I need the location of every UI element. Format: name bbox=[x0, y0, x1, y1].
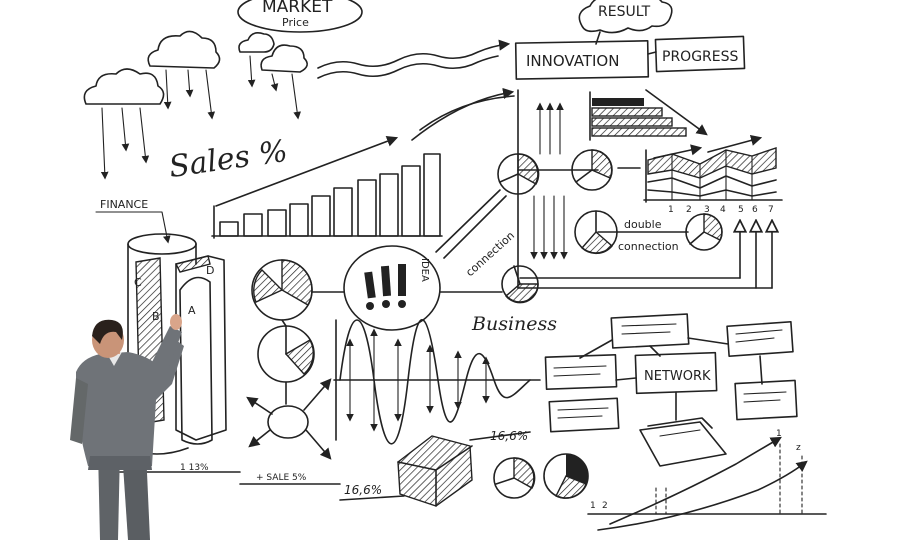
cylinder-d-label: D bbox=[206, 264, 214, 277]
area-sketch: 1 2 3 4 5 6 7 bbox=[643, 134, 783, 215]
business-label: Business bbox=[471, 313, 557, 335]
left-pies bbox=[246, 259, 332, 460]
pct-bottom-label: 16,6% bbox=[344, 483, 382, 497]
wave-sketch bbox=[333, 319, 541, 445]
market-label: MARKET bbox=[262, 0, 333, 17]
axis-small-label: 1 13% bbox=[180, 463, 209, 473]
area-tick-3: 3 bbox=[704, 205, 710, 215]
arrow-bundle bbox=[530, 102, 568, 260]
growth-curve: 1 2 z 1 bbox=[587, 429, 827, 531]
pct-top-label: 16,6% bbox=[490, 429, 528, 443]
bottom-pies bbox=[493, 453, 589, 499]
sales-label: Sales % bbox=[167, 134, 290, 185]
network-label: NETWORK bbox=[644, 369, 711, 384]
connection-line: connection bbox=[435, 189, 517, 279]
result-label: RESULT bbox=[598, 4, 651, 20]
idea-label: IDEA bbox=[419, 258, 430, 282]
network-pies bbox=[497, 149, 723, 304]
connection-label: connection bbox=[463, 229, 517, 279]
wavy-arrow bbox=[317, 39, 511, 69]
sale-label: + SALE 5% bbox=[256, 473, 307, 483]
market-price-bubble: MARKET Price bbox=[237, 0, 363, 33]
area-tick-2: 2 bbox=[686, 205, 692, 215]
finance-label: FINANCE bbox=[100, 198, 148, 211]
growth-tick-1: 1 bbox=[590, 501, 596, 511]
cube-sketch: 16,6% 16,6% bbox=[339, 429, 531, 507]
cylinder-c-label: C bbox=[134, 276, 142, 289]
price-label: Price bbox=[282, 16, 309, 29]
businessman-figure bbox=[70, 314, 184, 540]
bar-sketch bbox=[211, 87, 515, 239]
area-tick-6: 6 bbox=[752, 205, 758, 215]
area-tick-1: 1 bbox=[668, 205, 674, 215]
frame-lines bbox=[517, 89, 772, 289]
result-group: RESULT INNOVATION PROGRESS bbox=[514, 0, 746, 80]
double-label: double bbox=[624, 218, 662, 231]
connection-label-2: connection bbox=[618, 240, 679, 253]
rain-clouds bbox=[83, 30, 308, 180]
growth-tick-2: 2 bbox=[602, 501, 608, 511]
cylinder-a-label: A bbox=[188, 304, 196, 317]
growth-z-label: z bbox=[796, 443, 801, 453]
network-diagram: NETWORK bbox=[544, 313, 798, 467]
growth-1-label: 1 bbox=[776, 429, 782, 439]
area-tick-4: 4 bbox=[720, 205, 726, 215]
hbar-sketch bbox=[589, 89, 708, 141]
area-tick-7: 7 bbox=[768, 205, 774, 215]
area-tick-5: 5 bbox=[738, 205, 744, 215]
innovation-label: INNOVATION bbox=[526, 52, 619, 70]
idea-bubble: IDEA bbox=[311, 245, 503, 331]
cylinder-b-label: B bbox=[152, 310, 160, 323]
progress-label: PROGRESS bbox=[662, 49, 738, 65]
